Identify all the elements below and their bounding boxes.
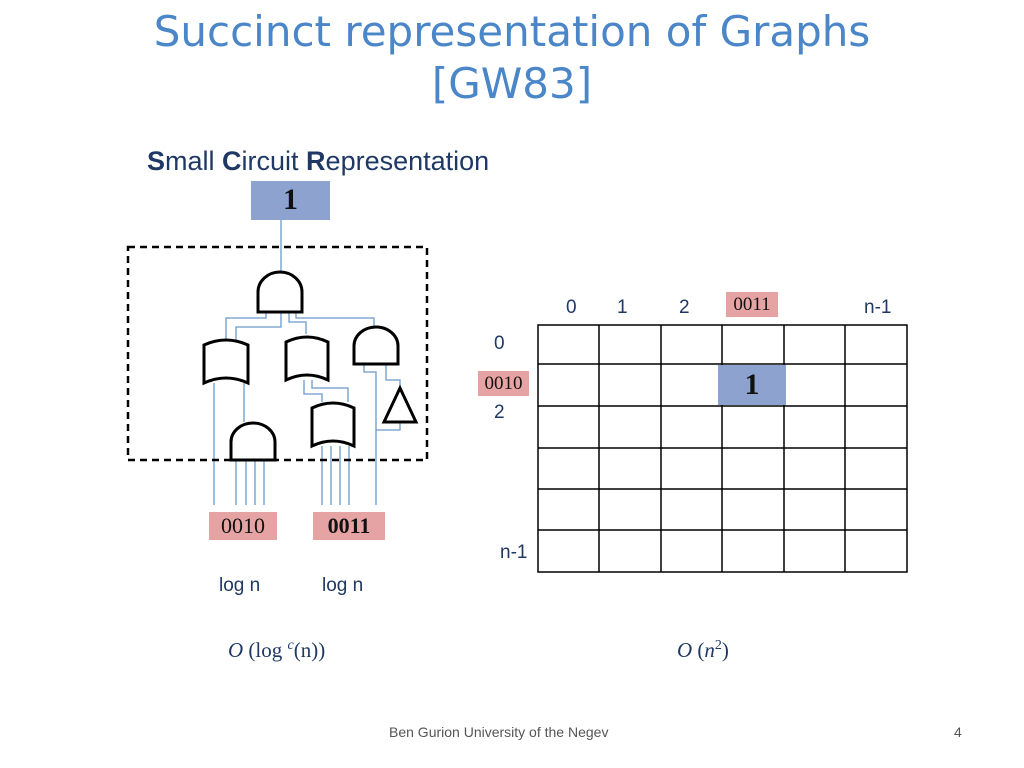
- and-gate-bottom-middle: [310, 401, 356, 449]
- subtitle-word-2: ircuit: [241, 146, 307, 176]
- subtitle: Small Circuit Representation: [147, 146, 489, 177]
- and-gate-bottom-left: [229, 421, 277, 462]
- input-b-size-label: log n: [322, 575, 364, 596]
- circuit-output-box: 1: [251, 181, 330, 220]
- col-label-3-value: 0011: [733, 294, 771, 315]
- logic-gates: [202, 270, 419, 462]
- footer-institution: Ben Gurion University of the Negev: [389, 724, 609, 740]
- big-o-symbol-2: O: [677, 638, 693, 662]
- slide-number: 4: [954, 724, 962, 740]
- subtitle-word-3: epresentation: [325, 146, 490, 176]
- slide-title: Succinct representation of Graphs [GW83]: [0, 6, 1024, 110]
- and-gate-top: [256, 270, 304, 314]
- subtitle-initial-c: C: [222, 146, 242, 176]
- circuit-input-b-value: 0011: [327, 513, 371, 538]
- title-line-1: Succinct representation of Graphs: [153, 7, 871, 56]
- circuit-boundary: [126, 245, 429, 462]
- title-line-2: [GW83]: [431, 59, 593, 108]
- n-sq-base: n: [704, 638, 715, 662]
- circuit-output-value: 1: [283, 183, 298, 216]
- not-gate-triangle: [381, 384, 419, 424]
- matrix-complexity: O (n2): [677, 638, 729, 663]
- row-label-2: 2: [494, 402, 505, 423]
- log-argument: (n)): [293, 638, 326, 662]
- row-label-0: 0: [494, 333, 505, 354]
- matrix-highlight-value: 1: [744, 368, 760, 401]
- row-label-1-value: 0010: [484, 373, 523, 394]
- log-open: (log: [243, 638, 288, 662]
- col-label-2: 2: [679, 297, 690, 318]
- matrix-highlight-cell: 1: [718, 365, 786, 405]
- and-gate-right: [352, 325, 400, 366]
- row-label-1: 0010: [478, 371, 529, 396]
- n-sq-open: (: [692, 638, 705, 662]
- matrix-grid-lines: [538, 325, 907, 572]
- n-sq-close: ): [721, 638, 729, 662]
- and-gate-middle: [284, 335, 330, 383]
- and-gate-left: [202, 338, 250, 386]
- circuit-input-a: 0010: [209, 512, 277, 540]
- col-label-3: 0011: [726, 292, 778, 317]
- col-label-4: n-1: [864, 297, 892, 318]
- col-label-0: 0: [566, 297, 577, 318]
- subtitle-initial-s: S: [147, 146, 166, 176]
- subtitle-word-1: mall: [165, 146, 223, 176]
- circuit-complexity: O (log c(n)): [228, 638, 325, 663]
- row-label-3: n-1: [500, 542, 528, 563]
- circuit-wires: [213, 220, 401, 505]
- log-exponent: c: [287, 638, 294, 653]
- input-a-size-label: log n: [219, 575, 261, 596]
- circuit-input-b: 0011: [313, 512, 385, 540]
- big-o-symbol: O: [228, 638, 244, 662]
- subtitle-initial-r: R: [306, 146, 326, 176]
- n-sq-exponent: 2: [714, 638, 722, 653]
- circuit-input-a-value: 0010: [221, 513, 265, 538]
- col-label-1: 1: [617, 297, 628, 318]
